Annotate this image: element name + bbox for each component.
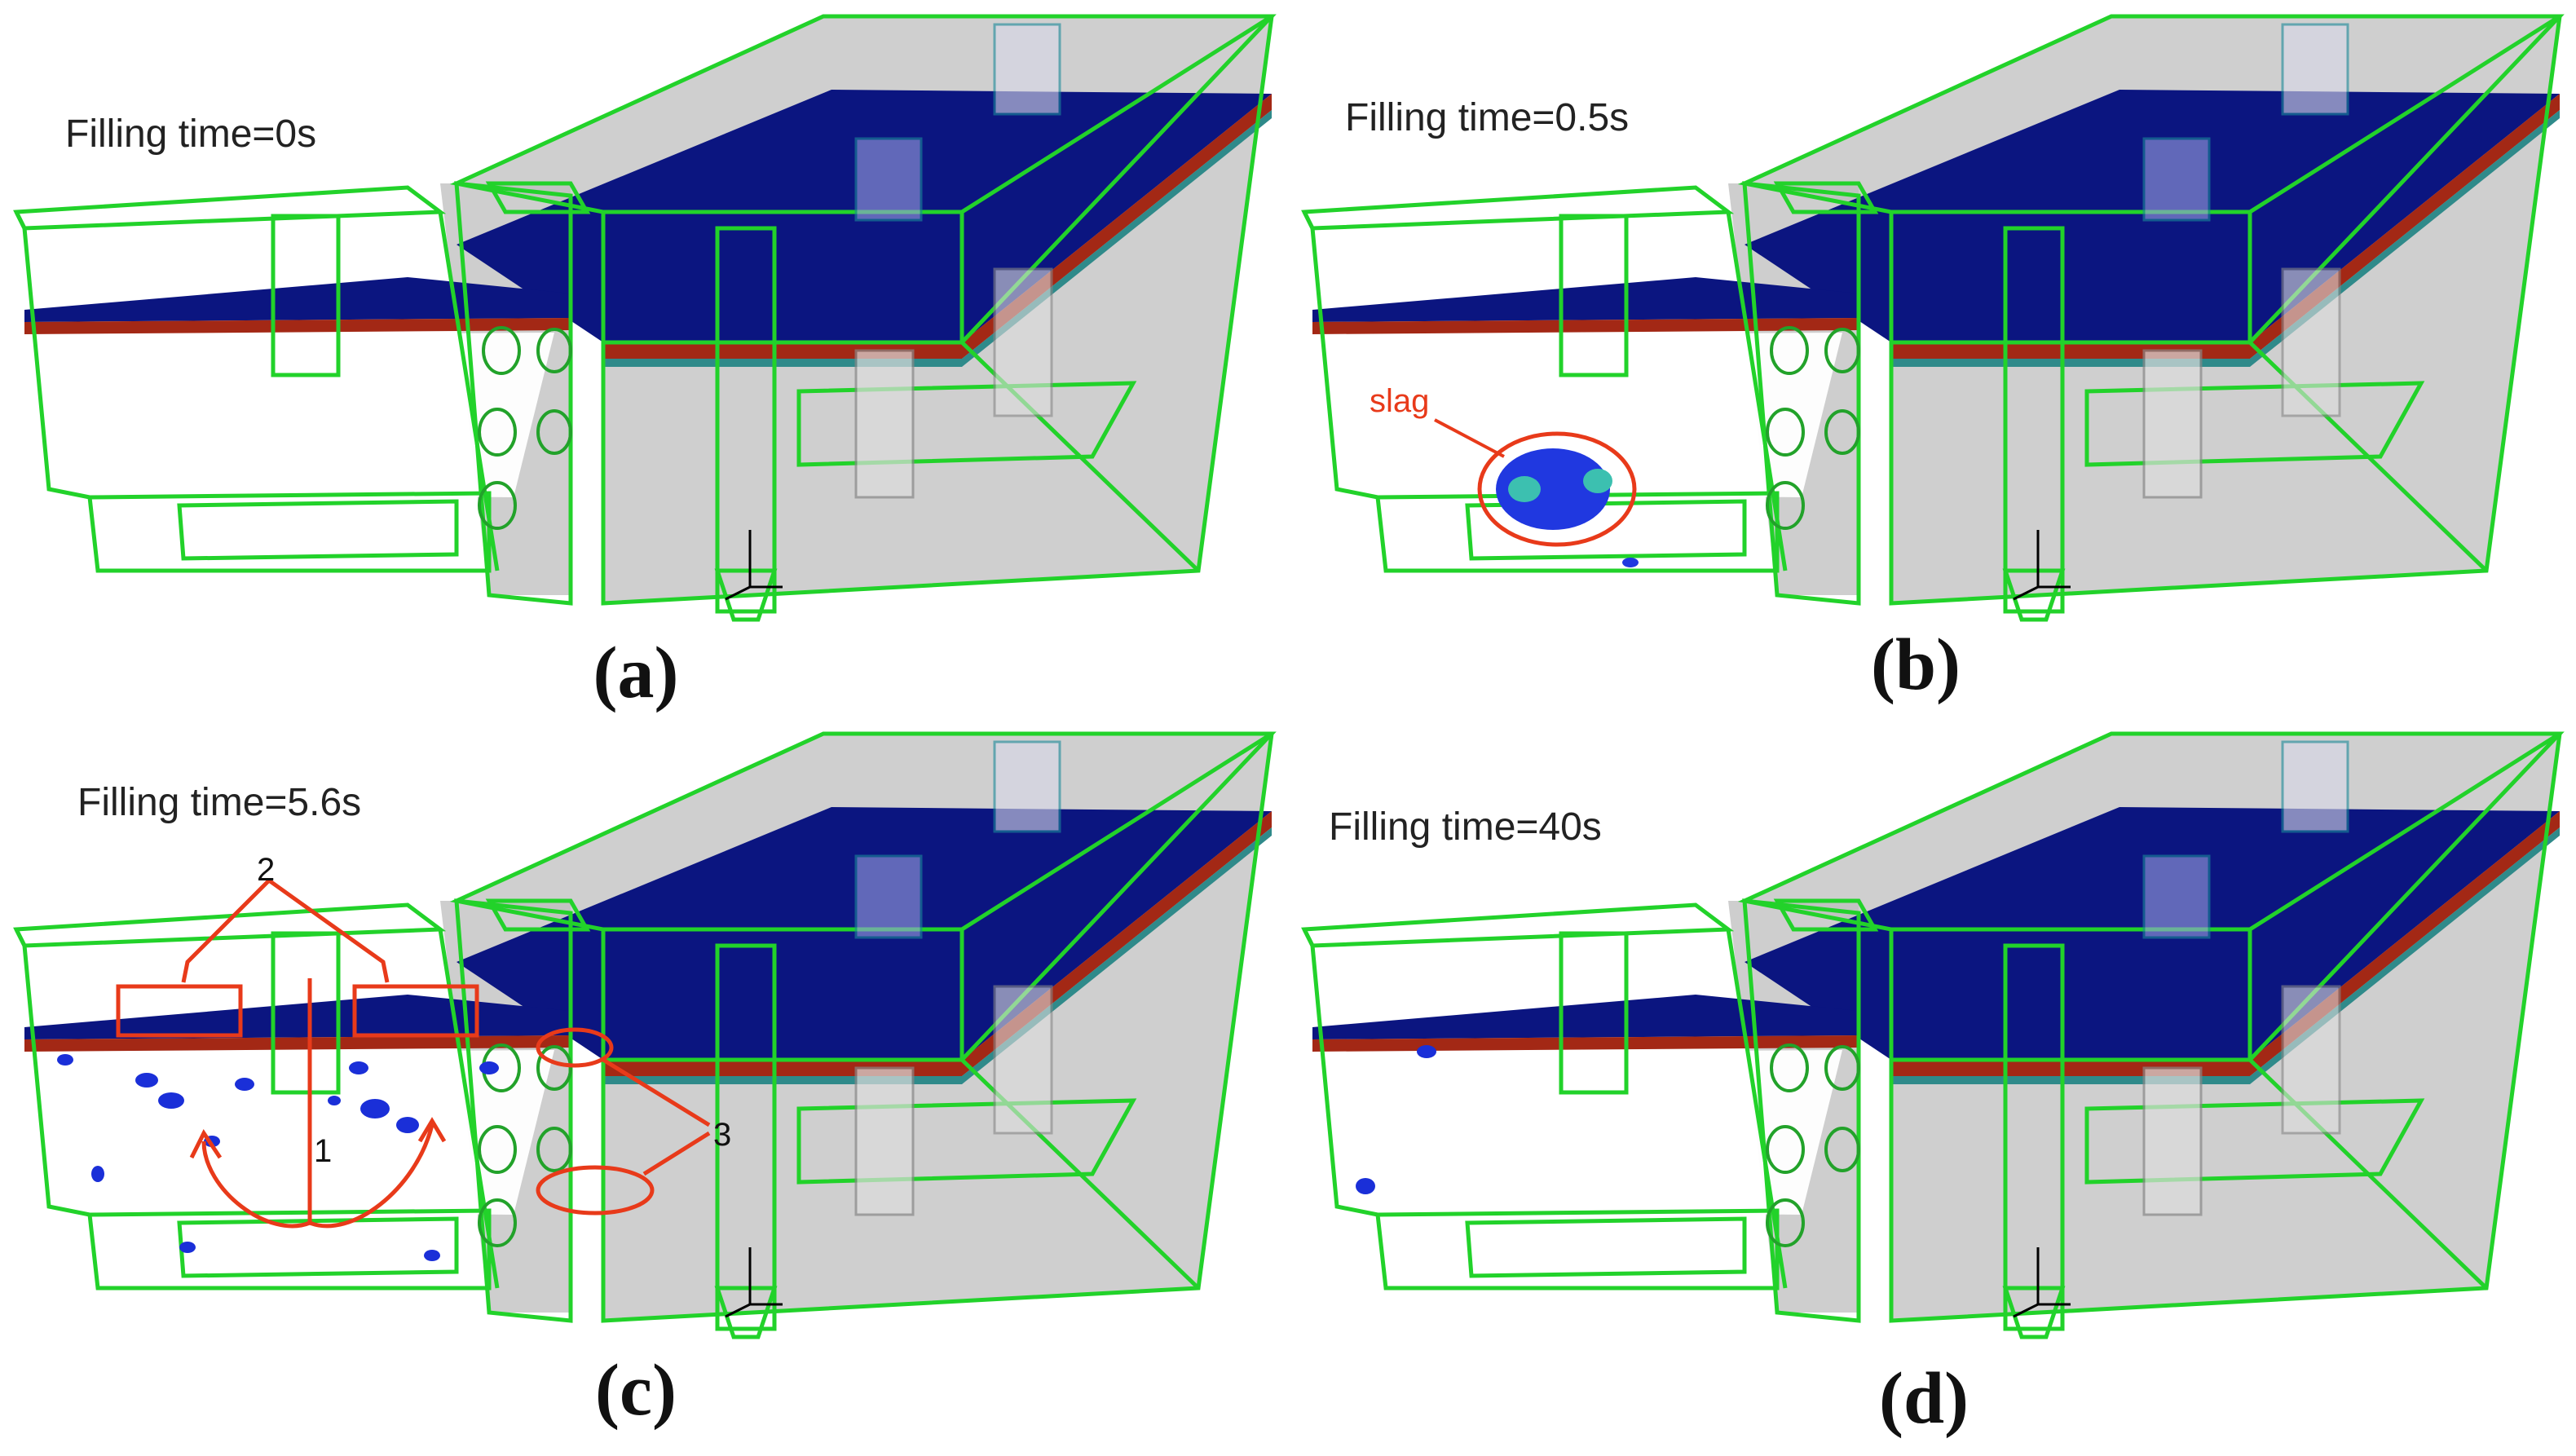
caption-a: (a) (593, 633, 679, 713)
slag-circle (1477, 431, 1637, 547)
time-label-a: Filling time=0s (65, 113, 316, 156)
panel-d: Filling time=40s (d) (1304, 734, 2560, 1439)
caption-b: (b) (1871, 624, 1961, 705)
time-label-b: Filling time=0.5s (1345, 96, 1629, 139)
panel-a: Filling time=0s (a) (16, 16, 1272, 713)
time-label-c: Filling time=5.6s (77, 781, 361, 824)
zone-2-right (352, 984, 479, 1038)
zone-3-top (536, 1027, 614, 1068)
slag-blob (1496, 448, 1639, 567)
slag-label: slag (1370, 383, 1429, 419)
caption-d: (d) (1879, 1358, 1969, 1439)
annotation-2: 2 (257, 852, 275, 888)
slag-arrow (1434, 418, 1505, 458)
zone-3-bottom (536, 1165, 655, 1216)
time-label-d: Filling time=40s (1329, 805, 1602, 849)
inclusion-dots (57, 1054, 499, 1261)
zone-2-left (116, 984, 243, 1038)
annotation-3: 3 (713, 1117, 731, 1153)
panel-c: Filling time=5.6s (16, 734, 1272, 1431)
caption-c: (c) (595, 1350, 677, 1431)
inclusion-dots-d (1356, 1045, 1436, 1194)
annotation-1: 1 (314, 1133, 332, 1169)
panel-b: Filling time=0.5s slag (b) (1304, 16, 2560, 705)
